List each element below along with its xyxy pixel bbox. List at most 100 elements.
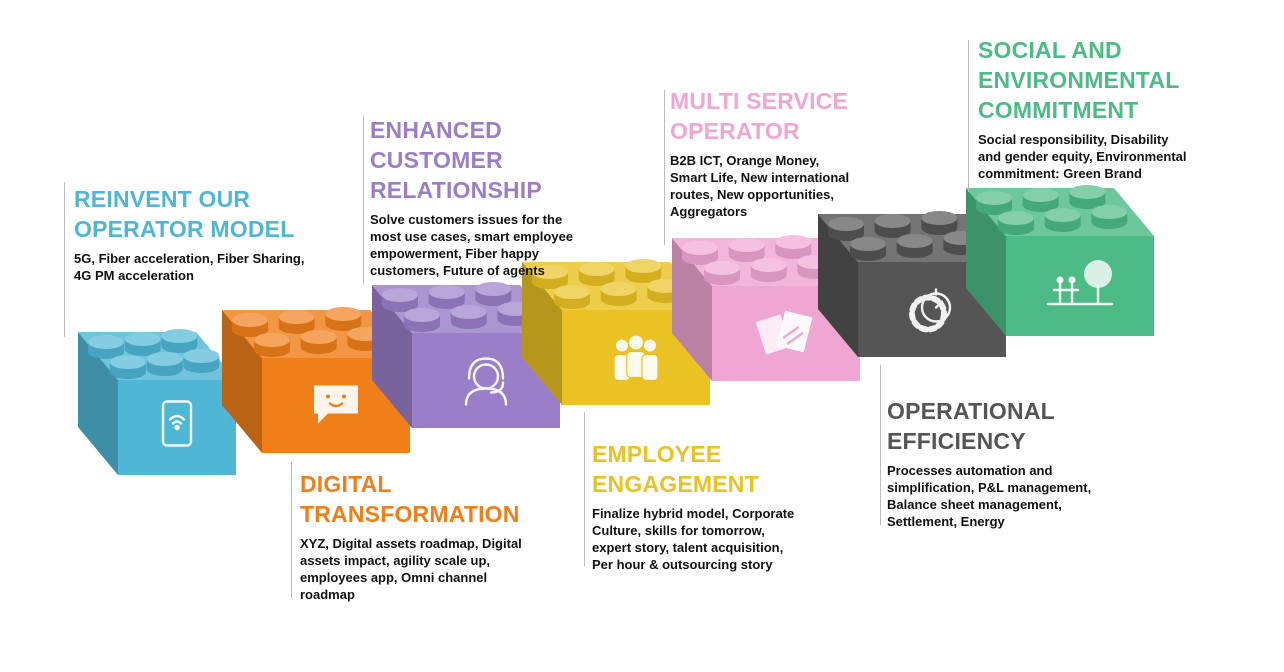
desc-line: XYZ, Digital assets roadmap, Digital [300, 535, 570, 552]
brick-stud [998, 211, 1034, 235]
desc-employee: Finalize hybrid model, Corporate Culture… [592, 505, 852, 573]
stud-top [601, 282, 637, 296]
title-line: REINVENT OUR [74, 184, 359, 214]
label-employee: EMPLOYEE ENGAGEMENT Finalize hybrid mode… [592, 439, 852, 573]
tree-canopy [1084, 260, 1112, 288]
title-line: COMMITMENT [978, 95, 1248, 125]
people-group-icon [614, 336, 658, 381]
person-head [1069, 277, 1076, 284]
desc-operational: Processes automation and simplification,… [887, 462, 1147, 530]
brick-stud [704, 261, 740, 285]
stud-top [554, 285, 590, 299]
brick-stud [147, 352, 183, 376]
stud-top [625, 259, 661, 273]
desc-line: 5G, Fiber acceleration, Fiber Sharing, [74, 250, 359, 267]
stud-top [110, 355, 146, 369]
title-employee: EMPLOYEE ENGAGEMENT [592, 439, 852, 499]
connector-multi [664, 90, 665, 245]
brick-stud [301, 330, 337, 354]
desc-line: assets impact, agility scale up, [300, 552, 570, 569]
brick-stud [751, 258, 787, 282]
title-social: SOCIAL AND ENVIRONMENTAL COMMITMENT [978, 35, 1248, 125]
title-customer: ENHANCED CUSTOMER RELATIONSHIP [370, 115, 610, 205]
stud-top [1091, 205, 1127, 219]
connector-operational [880, 365, 881, 525]
wifi-dot [176, 426, 179, 429]
stud-top [279, 310, 315, 324]
brick-stud [88, 335, 124, 359]
title-line: CUSTOMER [370, 145, 610, 175]
connector-social [968, 40, 969, 192]
desc-multi: B2B ICT, Orange Money, Smart Life, New i… [670, 152, 900, 220]
desc-line: and gender equity, Environmental [978, 148, 1248, 165]
title-line: OPERATOR [670, 116, 900, 146]
title-line: EFFICIENCY [887, 426, 1147, 456]
connector-reinvent [64, 182, 65, 337]
stud-top [232, 313, 268, 327]
stud-top [682, 241, 718, 255]
brick-stud [279, 310, 315, 334]
brick-stud [475, 282, 511, 306]
desc-line: roadmap [300, 586, 570, 603]
stud-top [729, 238, 765, 252]
brick-stud [976, 191, 1012, 215]
stud-top [147, 352, 183, 366]
stud-top [751, 258, 787, 272]
desc-social: Social responsibility, Disability and ge… [978, 131, 1248, 182]
title-line: ENHANCED [370, 115, 610, 145]
brick-stud [110, 355, 146, 379]
stud-top [976, 191, 1012, 205]
stud-top [998, 211, 1034, 225]
desc-line: Social responsibility, Disability [978, 131, 1248, 148]
stud-top [382, 288, 418, 302]
stud-top [125, 332, 161, 346]
title-digital: DIGITAL TRANSFORMATION [300, 469, 570, 529]
label-digital: DIGITAL TRANSFORMATION XYZ, Digital asse… [300, 469, 570, 603]
brick-stud [451, 305, 487, 329]
label-reinvent: REINVENT OUR OPERATOR MODEL 5G, Fiber ac… [74, 184, 359, 284]
stud-top [775, 235, 811, 249]
desc-line: empowerment, Fiber happy [370, 245, 610, 262]
stud-top [254, 333, 290, 347]
desc-line: Solve customers issues for the [370, 211, 610, 228]
desc-line: Finalize hybrid model, Corporate [592, 505, 852, 522]
eye-left [326, 395, 330, 399]
connector-customer [363, 116, 364, 284]
title-line: ENVIRONMENTAL [978, 65, 1248, 95]
brick-stud [850, 237, 886, 261]
brick-stud [1023, 188, 1059, 212]
desc-line: Processes automation and [887, 462, 1147, 479]
stud-top [88, 335, 124, 349]
brick-stud [601, 282, 637, 306]
brick-social [966, 185, 1154, 336]
stud-top [1023, 188, 1059, 202]
stud-top [897, 234, 933, 248]
brick-stud [1091, 205, 1127, 229]
title-line: SOCIAL AND [978, 35, 1248, 65]
desc-line: 4G PM acceleration [74, 267, 359, 284]
brick-stud [382, 288, 418, 312]
connector-digital [291, 462, 292, 598]
desc-line: customers, Future of agents [370, 262, 610, 279]
desc-line: Smart Life, New international [670, 169, 900, 186]
label-customer: ENHANCED CUSTOMER RELATIONSHIP Solve cus… [370, 115, 610, 279]
stud-top [404, 308, 440, 322]
brick-stud [897, 234, 933, 258]
brick-stud [1069, 185, 1105, 209]
brick-stud [682, 241, 718, 265]
stud-top [1045, 208, 1081, 222]
title-line: EMPLOYEE [592, 439, 852, 469]
brick-stud [404, 308, 440, 332]
brick-stud [775, 235, 811, 259]
brick-front-face [1006, 236, 1154, 336]
stud-top [1069, 185, 1105, 199]
stud-top [301, 330, 337, 344]
stud-top [183, 349, 219, 363]
person-head [644, 340, 656, 352]
brick-stud [921, 211, 957, 235]
stud-top [850, 237, 886, 251]
desc-customer: Solve customers issues for the most use … [370, 211, 610, 279]
stud-top [704, 261, 740, 275]
label-multi: MULTI SERVICE OPERATOR B2B ICT, Orange M… [670, 86, 900, 220]
title-operational: OPERATIONAL EFFICIENCY [887, 396, 1147, 456]
